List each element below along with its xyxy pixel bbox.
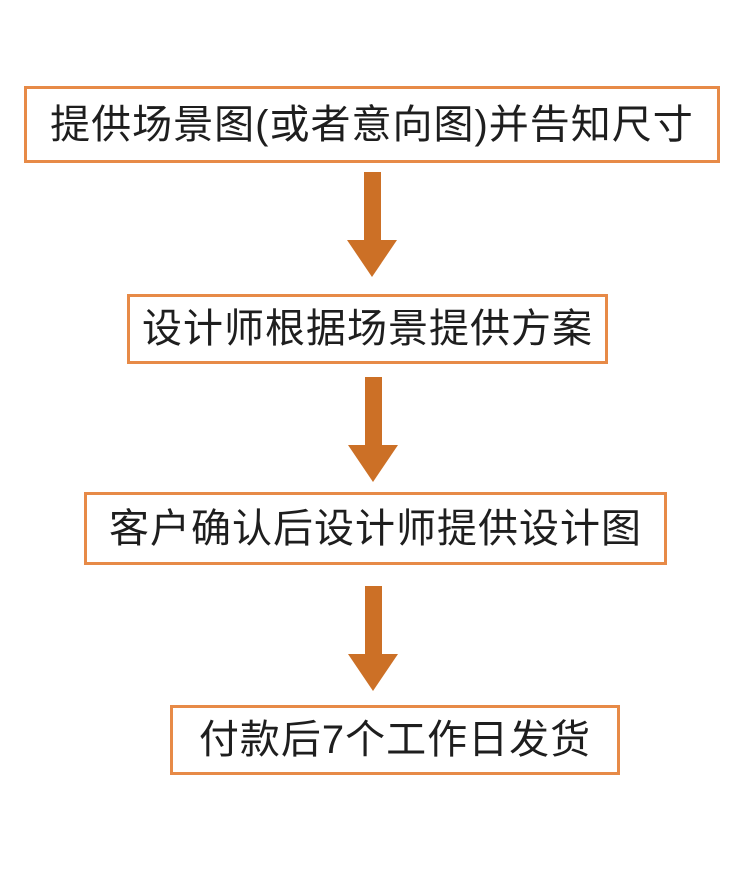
flow-step-designer-proposal: 设计师根据场景提供方案 bbox=[127, 294, 608, 364]
flow-step-customer-confirm: 客户确认后设计师提供设计图 bbox=[84, 492, 667, 565]
down-arrow-icon bbox=[348, 377, 398, 482]
down-arrow-head bbox=[348, 654, 398, 691]
down-arrow-head bbox=[347, 240, 397, 277]
down-arrow-stem bbox=[363, 172, 381, 240]
down-arrow-stem bbox=[364, 586, 382, 654]
down-arrow-icon bbox=[347, 172, 397, 277]
down-arrow-icon bbox=[348, 586, 398, 691]
down-arrow-head bbox=[348, 445, 398, 482]
down-arrow-stem bbox=[364, 377, 382, 445]
flow-step-label: 设计师根据场景提供方案 bbox=[142, 307, 593, 351]
flow-step-shipping: 付款后7个工作日发货 bbox=[170, 705, 620, 775]
flow-step-provide-scene: 提供场景图(或者意向图)并告知尺寸 bbox=[24, 86, 720, 163]
flow-step-label: 付款后7个工作日发货 bbox=[198, 718, 592, 762]
flow-step-label: 提供场景图(或者意向图)并告知尺寸 bbox=[50, 102, 694, 147]
flow-step-label: 客户确认后设计师提供设计图 bbox=[109, 506, 642, 551]
